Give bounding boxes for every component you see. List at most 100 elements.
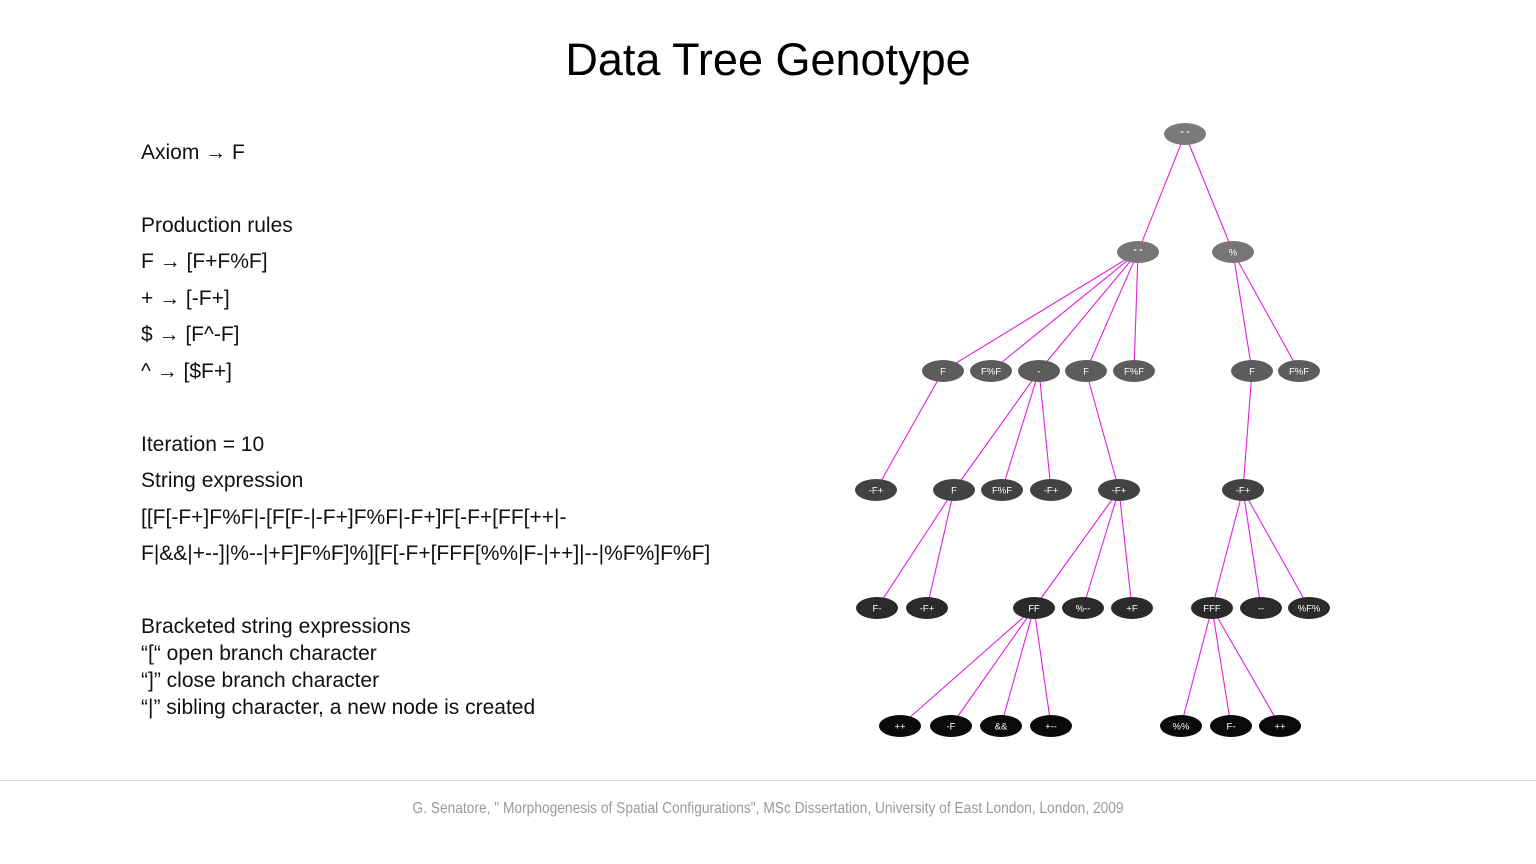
tree-node-shape (1231, 360, 1273, 382)
tree-node-shape (1013, 597, 1055, 619)
tree-node: -F+ (1098, 479, 1140, 501)
tree-node-label: F (1083, 367, 1089, 378)
production-rules-heading: Production rules (141, 214, 293, 237)
tree-node-label: F%F (1124, 367, 1144, 378)
slide-title: Data Tree Genotype (565, 34, 971, 85)
tree-node-label: ++ (1274, 722, 1286, 733)
tree-node-label: F (951, 486, 957, 497)
tree-node-label: %-- (1076, 604, 1091, 615)
tree-node-shape (1278, 360, 1320, 382)
tree-node-shape (1117, 241, 1159, 263)
tree-node-label: -F+ (1236, 486, 1251, 497)
tree-node: && (980, 715, 1022, 737)
tree-edge (990, 251, 1139, 372)
string-expression-line: F|&&|+--]|%--|+F]F%F]%][F[-F+[FFF[%%|F-|… (141, 542, 711, 565)
tree-node-label: - (1037, 367, 1040, 378)
tree-edge (1211, 489, 1244, 609)
tree-node: F (922, 360, 964, 382)
string-expression-line: [[F[-F+]F%F|-[F[F-|-F+]F%F|-F+]F[-F+[FF[… (141, 506, 567, 529)
tree-node-label: F (940, 367, 946, 378)
tree-node: F%F (970, 360, 1012, 382)
tree-node: %% (1160, 715, 1202, 737)
tree-node: FFF (1191, 597, 1233, 619)
tree-node: +F (1111, 597, 1153, 619)
production-rule: $ → [F^-F] (141, 323, 240, 346)
axiom-text: Axiom → F (141, 141, 245, 164)
tree-node-label: “ “ (1181, 130, 1190, 141)
tree-edge (1232, 251, 1253, 372)
tree-edge (1184, 133, 1234, 253)
tree-node-label: %% (1173, 722, 1190, 733)
footer-divider (0, 780, 1536, 781)
tree-node-shape (1018, 360, 1060, 382)
tree-node: F%F (981, 479, 1023, 501)
tree-node-shape (1288, 597, 1330, 619)
tree-node-shape (1240, 597, 1282, 619)
tree-node: F%F (1113, 360, 1155, 382)
tree-node-shape (1065, 360, 1107, 382)
tree-node-shape (970, 360, 1012, 382)
tree-node-shape (933, 479, 975, 501)
tree-node: F (933, 479, 975, 501)
tree-node-shape (981, 479, 1023, 501)
tree-node-label: F%F (981, 367, 1001, 378)
tree-node-label: F- (1227, 722, 1236, 733)
tree-edge (1242, 489, 1262, 609)
tree-node-label: -F+ (1112, 486, 1127, 497)
production-rule: F → [F+F%F] (141, 250, 268, 273)
tree-node: % (1212, 241, 1254, 263)
tree-node-label: %F% (1298, 604, 1321, 615)
tree-node-shape (1164, 123, 1206, 145)
tree-edge (926, 489, 955, 609)
tree-node: F- (1210, 715, 1252, 737)
tree-node: +-- (1030, 715, 1072, 737)
tree-node: %-- (1062, 597, 1104, 619)
tree-node: F%F (1278, 360, 1320, 382)
tree-node: -F+ (1222, 479, 1264, 501)
tree-edge (1085, 251, 1139, 372)
tree-node-label: -F+ (869, 486, 884, 497)
tree-node: -F+ (855, 479, 897, 501)
tree-node-label: -F (947, 722, 956, 733)
tree-node-label: F%F (1289, 367, 1309, 378)
tree-node-shape (1222, 479, 1264, 501)
tree-edge (1033, 489, 1120, 609)
tree-edge (1211, 607, 1232, 727)
tree-node-label: +F (1126, 604, 1138, 615)
tree-node: “ “ (1117, 241, 1159, 263)
tree-edge (1038, 251, 1139, 372)
bracketed-item: “]” close branch character (141, 669, 380, 692)
bracketed-item: “[“ open branch character (141, 642, 377, 665)
production-rule: ^ → [$F+] (141, 360, 232, 383)
tree-node: F (1231, 360, 1273, 382)
tree-edge (953, 370, 1040, 491)
tree-node: %F% (1288, 597, 1330, 619)
footer-citation: G. Senatore, " Morphogenesis of Spatial … (412, 800, 1124, 817)
tree-node: “ “ (1164, 123, 1206, 145)
tree-edge (1038, 370, 1052, 491)
tree-node-shape (1191, 597, 1233, 619)
tree-node-label: F%F (992, 486, 1012, 497)
tree-node-shape (1113, 360, 1155, 382)
tree-node-label: F- (873, 604, 882, 615)
tree-edge (1033, 607, 1052, 727)
tree-edge (1180, 607, 1213, 727)
tree-edge (899, 607, 1035, 727)
tree-node-shape (906, 597, 948, 619)
tree-node-shape (1098, 479, 1140, 501)
tree-node: F- (856, 597, 898, 619)
tree-edge (1242, 370, 1253, 491)
tree-edge (1211, 607, 1281, 727)
tree-node-shape (1030, 479, 1072, 501)
tree-node-label: -F+ (920, 604, 935, 615)
tree-node: -F+ (1030, 479, 1072, 501)
tree-node-shape (1160, 715, 1202, 737)
tree-node-shape (1212, 241, 1254, 263)
tree-node: - (1018, 360, 1060, 382)
tree-node-label: -F+ (1044, 486, 1059, 497)
tree-node-label: FF (1028, 604, 1040, 615)
tree-node-shape (980, 715, 1022, 737)
tree-node-label: “ “ (1134, 248, 1143, 259)
tree-node-label: -- (1258, 604, 1264, 615)
tree-edge (1137, 133, 1186, 253)
